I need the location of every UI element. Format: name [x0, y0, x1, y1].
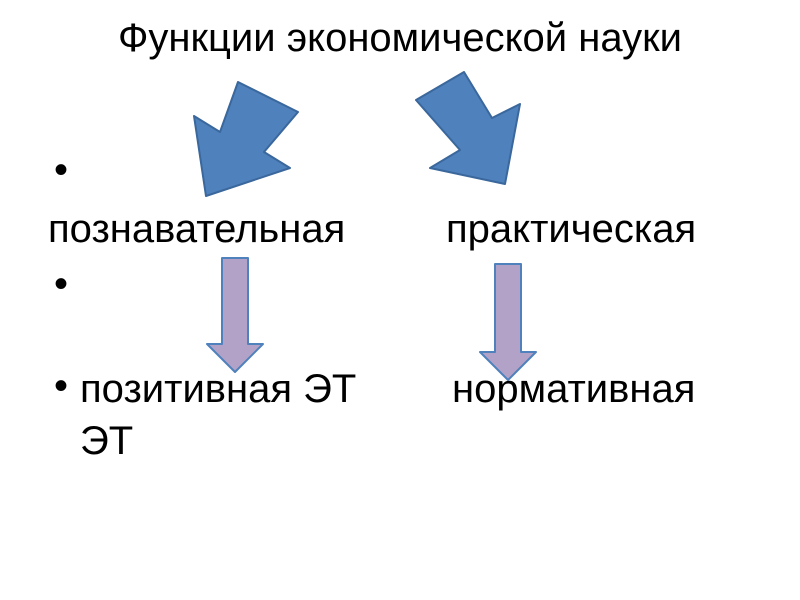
label-positive: позитивная ЭТ — [80, 367, 357, 411]
bullet-2: • — [54, 262, 69, 306]
label-normative: нормативная — [452, 367, 696, 411]
small-arrow-left-icon — [206, 257, 264, 373]
slide-title: Функции экономической науки — [118, 16, 682, 60]
label-normative-et: ЭТ — [80, 419, 134, 463]
bullet-3: • — [54, 364, 69, 408]
big-arrow-right-icon — [415, 71, 521, 185]
label-cognitive: познавательная — [48, 207, 346, 251]
small-arrow-right-icon — [479, 263, 537, 381]
bullet-1: • — [54, 148, 69, 192]
big-arrow-left-icon — [193, 81, 299, 197]
label-practical: практическая — [446, 207, 697, 251]
